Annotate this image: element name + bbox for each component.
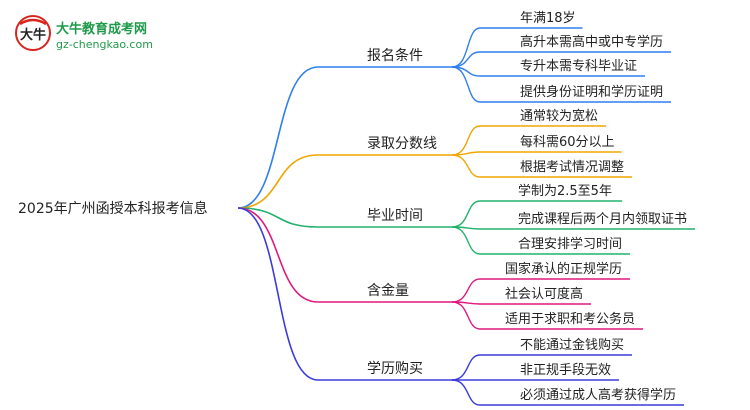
leaf-label: 非正规手段无效 [520,363,611,378]
branch-leaf-connector [451,27,481,68]
branch-leaf-connector [451,151,481,156]
root-branch-connector [237,207,319,228]
leaf-label: 学制为2.5至5年 [518,183,612,199]
branch-nodes: 报名条件 年满18岁高升本需高中或中专学历专升本需专科毕业证提供身份证明和学历证明… [367,11,687,403]
site-logo[interactable]: 大牛 大牛教育成考网 gz-chengkao.com [14,14,164,54]
leaf-label: 社会认可度高 [505,286,583,302]
branch-label: 录取分数线 [367,136,437,152]
branch-label: 毕业时间 [367,208,423,224]
logo-url: gz-chengkao.com [56,38,153,51]
leaf-label: 必须通过成人高考获得学历 [520,387,676,403]
branch-label: 报名条件 [367,47,423,64]
branch-leaf-connector [451,226,481,255]
root-branch-connector [237,66,319,209]
branch-leaf-connector [451,200,481,228]
logo-mark-text: 大牛 [20,27,46,43]
leaf-label: 国家承认的正规学历 [505,261,622,277]
leaf-label: 年满18岁 [520,11,576,26]
leaf-label: 完成课程后两个月内领取证书 [518,211,687,227]
leaf-label: 高升本需高中或中专学历 [520,34,663,50]
leaf-label: 适用于求职和考公务员 [505,311,635,327]
leaf-label: 根据考试情况调整 [520,160,624,175]
branch-leaf-connector [451,66,481,103]
branch-leaf-connector [451,125,481,156]
branch-leaf-connector [451,354,481,381]
connector-lines [237,27,695,406]
branch-leaf-connector [451,154,481,178]
branch-label: 学历购买 [367,361,423,377]
branch-leaf-connector [451,379,481,406]
leaf-label: 不能通过金钱购买 [520,337,624,353]
logo-title: 大牛教育成考网 [56,22,148,37]
root-branch-connector [237,207,319,303]
branch-leaf-connector [451,51,481,68]
branch-label: 含金量 [367,283,409,299]
leaf-label: 每科需60分以上 [520,134,615,150]
bull-logo-icon: 大牛 [15,15,51,51]
leaf-label: 提供身份证明和学历证明 [520,84,663,100]
root-branch-connector [237,207,319,381]
leaf-label: 合理安排学习时间 [518,236,622,252]
leaf-label: 通常较为宽松 [520,108,598,124]
branch-leaf-connector [451,278,481,303]
leaf-label: 专升本需专科毕业证 [520,59,637,74]
root-node-label: 2025年广州函授本科报考信息 [18,200,208,217]
branch-leaf-connector [451,301,481,330]
root-branch-connector [237,154,319,209]
